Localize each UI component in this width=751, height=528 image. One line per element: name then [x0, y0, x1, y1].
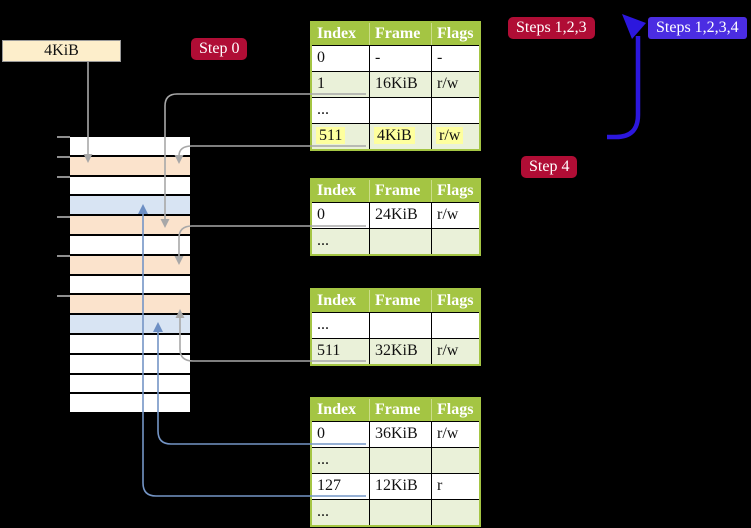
table-cell: 0 — [317, 49, 325, 66]
memory-tick — [57, 156, 70, 158]
memory-frame — [70, 275, 190, 294]
table-cell: 511 — [317, 342, 341, 359]
table-row: ... — [312, 312, 479, 338]
memory-frame — [70, 235, 190, 254]
table-header-cell: Frame — [369, 290, 431, 312]
memory-frame — [70, 394, 190, 413]
memory-tick — [57, 216, 70, 218]
memory-frame — [70, 156, 190, 175]
table-cell: r/w — [431, 203, 479, 228]
memory-frame — [70, 374, 190, 393]
memory-tick — [57, 136, 70, 138]
table-cell — [369, 98, 431, 123]
table-header-cell: Index — [317, 292, 357, 309]
table-cell — [369, 448, 431, 473]
table-cell: r/w — [431, 339, 479, 364]
table-cell: - — [369, 46, 431, 71]
memory-tick — [57, 295, 70, 297]
step4-label: Step 4 — [521, 156, 578, 178]
table-cell: ... — [317, 101, 329, 118]
table-header-cell: Frame — [369, 23, 431, 45]
table-header-cell: Flags — [431, 180, 479, 202]
table-cell: 0 — [317, 206, 325, 223]
arrow-recursive-loop — [607, 36, 641, 140]
table-header-cell: Frame — [369, 399, 431, 421]
table-header-cell: Index — [317, 401, 357, 418]
memory-tick — [57, 255, 70, 257]
table-header-cell: Flags — [431, 399, 479, 421]
table-cell — [369, 313, 431, 338]
table-cell — [431, 229, 479, 254]
memory-frame — [70, 315, 190, 333]
memory-tick — [57, 176, 70, 178]
step0-label: Step 0 — [191, 38, 248, 60]
table-row: ... — [312, 97, 479, 123]
table-cell: 36KiB — [369, 422, 431, 447]
table-row: 0 -- — [312, 45, 479, 71]
memory-frame — [70, 255, 190, 274]
memory-frame — [70, 176, 190, 195]
table-cell: 16KiB — [369, 72, 431, 97]
table-header-cell: Index — [317, 182, 357, 199]
table-cell: ... — [317, 316, 329, 333]
table-row: ... — [312, 447, 479, 473]
table-cell: 32KiB — [369, 339, 431, 364]
table-header-cell: Flags — [431, 290, 479, 312]
table-cell: - — [431, 46, 479, 71]
table-cell: 0 — [317, 425, 325, 442]
memory-frame — [70, 334, 190, 353]
arrowhead-icon — [622, 14, 646, 39]
memory-frame — [70, 137, 190, 155]
table-cell: ... — [317, 503, 329, 520]
table-cell — [431, 500, 479, 525]
table-header-cell: Frame — [369, 180, 431, 202]
table-cell: ... — [317, 232, 329, 249]
table-cell — [431, 98, 479, 123]
table-cell: 4KiB — [369, 124, 431, 149]
physical-memory-strip — [70, 137, 190, 414]
table-header-cell: Index — [317, 25, 357, 42]
table-cell: r/w — [431, 422, 479, 447]
table-row: ... — [312, 228, 479, 254]
frame-size-box: 4KiB — [2, 40, 121, 62]
steps123-label: Steps 1,2,3 — [508, 17, 595, 39]
table-cell: 24KiB — [369, 203, 431, 228]
table-cell — [369, 500, 431, 525]
table-cell: r/w — [431, 72, 479, 97]
memory-frame — [70, 196, 190, 215]
memory-frame — [70, 295, 190, 314]
memory-frame — [70, 354, 190, 373]
table-row: ... — [312, 499, 479, 525]
table-cell — [431, 448, 479, 473]
table-cell: r — [431, 474, 479, 499]
table-cell: 12KiB — [369, 474, 431, 499]
table-cell: ... — [317, 451, 329, 468]
table-header-cell: Flags — [431, 23, 479, 45]
table-cell — [369, 229, 431, 254]
table-cell: 511 — [312, 124, 369, 149]
memory-frame — [70, 216, 190, 234]
table-cell: 1 — [317, 75, 325, 92]
table-cell — [431, 313, 479, 338]
steps1234-label: Steps 1,2,3,4 — [648, 17, 747, 39]
table-cell: r/w — [431, 124, 479, 149]
table-cell: 127 — [317, 477, 341, 494]
